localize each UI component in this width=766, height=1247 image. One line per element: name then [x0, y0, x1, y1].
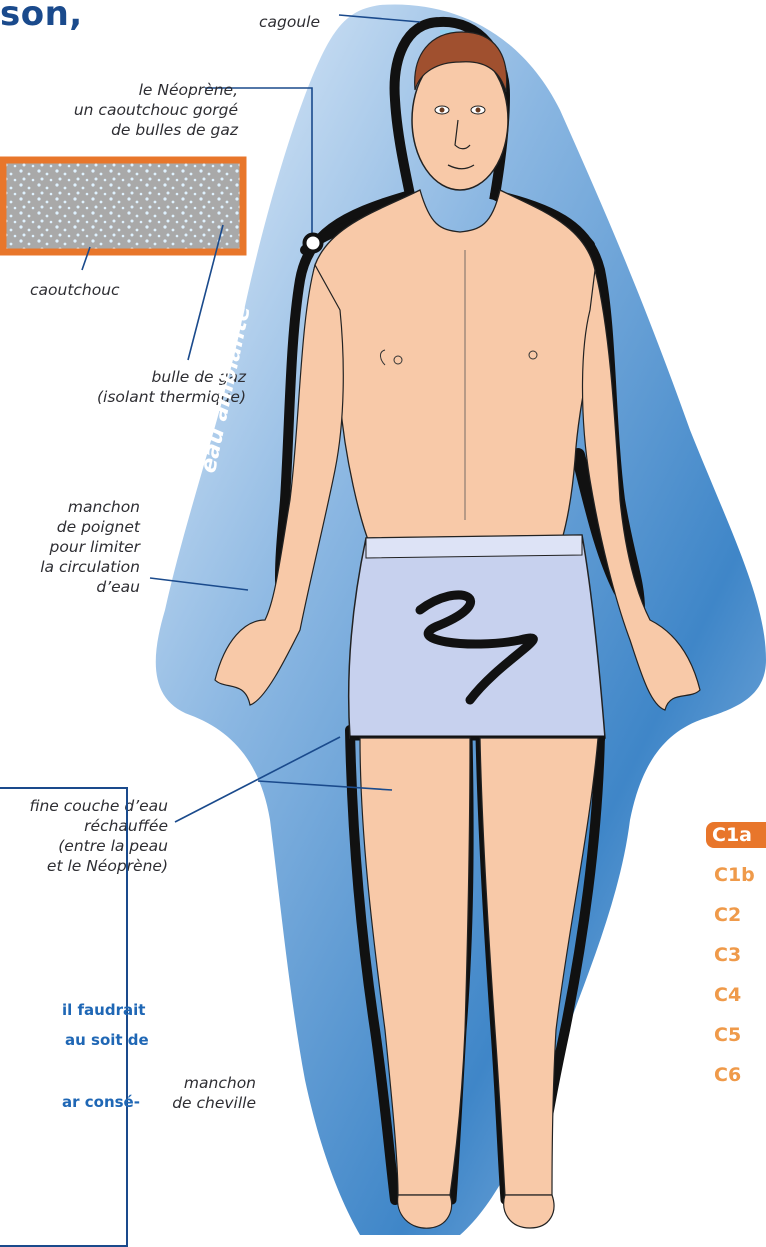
- label-manchon-poignet-line: la circulation: [20, 557, 140, 577]
- label-neoprene-line: le Néoprène,: [40, 80, 238, 100]
- side-nav-item[interactable]: C1a: [706, 822, 766, 848]
- side-nav-item[interactable]: C3: [712, 942, 766, 968]
- shorts: [349, 535, 605, 738]
- label-manchon-poignet-line: manchon: [20, 497, 140, 517]
- label-manchon-cheville: manchon de cheville: [150, 1073, 256, 1113]
- label-caoutchouc: caoutchouc: [30, 280, 120, 300]
- side-nav-item[interactable]: C4: [712, 982, 766, 1008]
- side-nav-item[interactable]: C6: [712, 1062, 766, 1088]
- box-text-line: au soit de: [65, 1027, 149, 1053]
- side-nav-item[interactable]: C5: [712, 1022, 766, 1048]
- label-manchon-cheville-line: manchon: [150, 1073, 256, 1093]
- side-nav-item[interactable]: C1b: [712, 862, 766, 888]
- neoprene-sample: [3, 160, 243, 252]
- label-manchon-cheville-line: de cheville: [150, 1093, 256, 1113]
- title-fragment: son,: [0, 0, 83, 34]
- label-manchon-poignet-line: pour limiter: [20, 537, 140, 557]
- box-text-line: il faudrait: [62, 997, 145, 1023]
- label-manchon-poignet-line: d’eau: [20, 577, 140, 597]
- label-neoprene: le Néoprène, un caoutchouc gorgé de bull…: [40, 80, 238, 140]
- label-manchon-poignet: manchon de poignet pour limiter la circu…: [20, 497, 140, 597]
- label-manchon-poignet-line: de poignet: [20, 517, 140, 537]
- torso: [313, 190, 598, 545]
- box-text-line: ar consé-: [62, 1089, 140, 1115]
- label-cagoule: cagoule: [259, 12, 320, 32]
- label-neoprene-line: de bulles de gaz: [40, 120, 238, 140]
- label-neoprene-line: un caoutchouc gorgé: [40, 100, 238, 120]
- side-nav-item[interactable]: C2: [712, 902, 766, 928]
- neoprene-marker: [305, 235, 322, 252]
